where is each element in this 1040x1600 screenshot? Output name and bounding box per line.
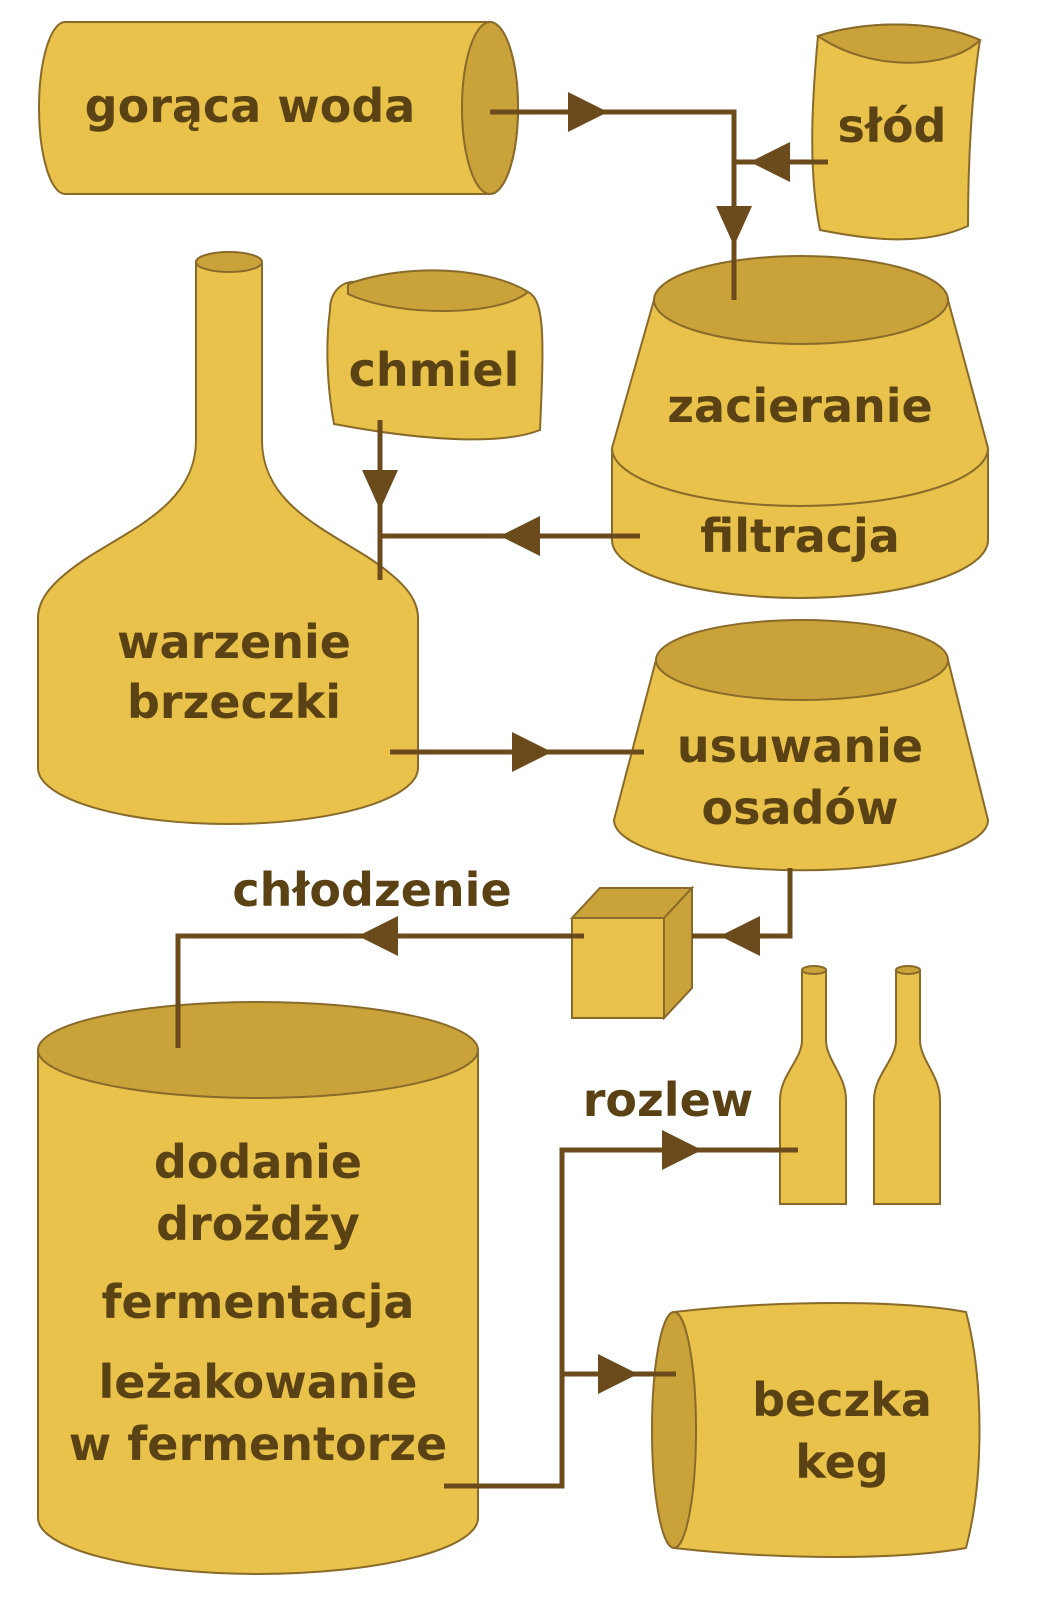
label-fermentation: fermentacja [102, 1275, 415, 1329]
label-yeast-2: drożdży [156, 1197, 360, 1251]
label-hops: chmiel [349, 343, 520, 397]
hot-water-cylinder [38, 21, 519, 195]
labels: gorąca woda słód chmiel zacieranie filtr… [69, 79, 947, 1489]
label-lagering-1: leżakowanie [99, 1355, 418, 1409]
arrow-kettle-right [512, 732, 552, 772]
label-bottling: rozlew [583, 1073, 754, 1127]
malt-sack [811, 23, 982, 241]
label-boiling-2: brzeczki [127, 675, 341, 729]
brewing-kettle [37, 251, 419, 825]
arrow-sediment-left [720, 916, 760, 956]
label-boiling-1: warzenie [117, 615, 351, 669]
mashing-filtration-tank [610, 255, 990, 599]
label-filtration: filtracja [700, 509, 900, 563]
arrow-keg-right [598, 1354, 638, 1394]
label-cooling: chłodzenie [232, 863, 511, 917]
label-keg-2: keg [795, 1435, 888, 1489]
arrow-filter-left [500, 516, 540, 556]
label-sediment-1: usuwanie [677, 719, 923, 773]
arrow-cooling-left [358, 916, 398, 956]
sediment-removal-tank [612, 619, 990, 872]
arrow-water-down [716, 206, 752, 246]
arrow-malt-left [750, 142, 790, 182]
label-malt: słód [838, 99, 947, 153]
cooler-cube [569, 885, 695, 1021]
bottle-2 [873, 965, 941, 1205]
arrow-water-right [568, 92, 608, 132]
line-cooler-to-fermentor [175, 933, 584, 1048]
bottle-1 [779, 965, 847, 1205]
label-lagering-2: w fermentorze [69, 1417, 448, 1471]
label-yeast-1: dodanie [154, 1135, 362, 1189]
arrow-bottling-right [662, 1130, 702, 1170]
keg-barrel [651, 1302, 981, 1558]
label-keg-1: beczka [752, 1373, 932, 1427]
arrow-hops-down [362, 470, 398, 510]
arrowheads [358, 92, 790, 1394]
fermentor-cylinder [37, 1001, 479, 1575]
label-mashing: zacieranie [667, 379, 933, 433]
label-sediment-2: osadów [701, 781, 898, 835]
label-hot-water: gorąca woda [85, 79, 416, 133]
hops-sack [326, 269, 544, 441]
